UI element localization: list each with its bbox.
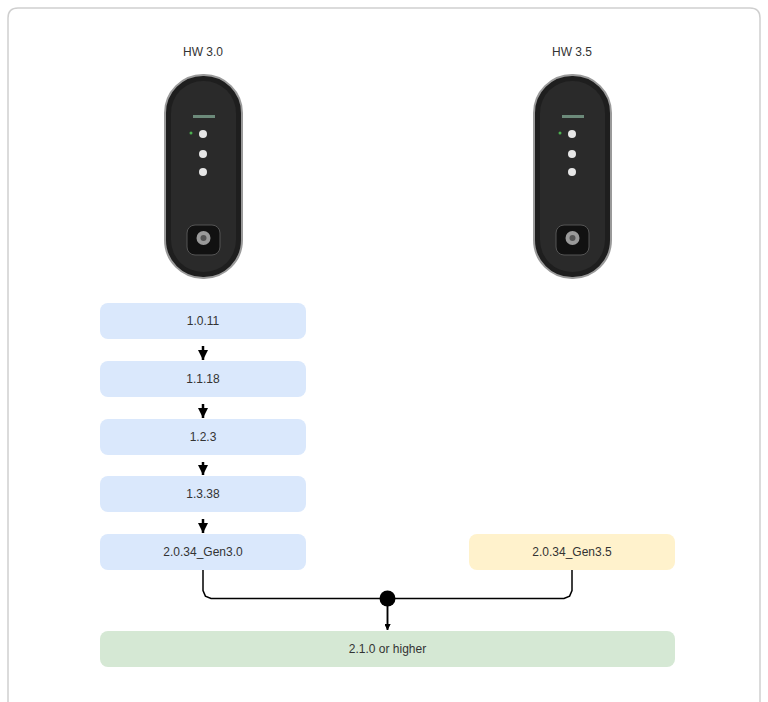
version-box: 1.0.11 — [100, 303, 306, 339]
charger-icon — [165, 75, 242, 278]
version-text: 1.0.11 — [187, 314, 219, 328]
version-box: 2.0.34_Gen3.5 — [469, 534, 675, 570]
hardware-label: HW 3.0 — [183, 45, 223, 59]
version-text: 2.0.34_Gen3.0 — [163, 545, 242, 559]
connector — [202, 404, 205, 418]
connector — [388, 570, 573, 630]
version-text: 1.2.3 — [190, 430, 217, 444]
version-box: 2.1.0 or higher — [100, 631, 675, 667]
junction-dot — [380, 591, 396, 607]
version-box: 1.3.38 — [100, 476, 306, 512]
version-text: 2.1.0 or higher — [349, 642, 426, 656]
version-box: 1.2.3 — [100, 419, 306, 455]
version-text: 1.3.38 — [186, 487, 219, 501]
connector — [202, 346, 205, 360]
connector — [202, 462, 205, 475]
connector — [202, 519, 205, 533]
connector — [203, 570, 388, 630]
frame — [8, 8, 760, 702]
hardware-label: HW 3.5 — [552, 45, 592, 59]
version-box: 1.1.18 — [100, 361, 306, 397]
version-text: 1.1.18 — [186, 372, 219, 386]
charger-icon — [534, 75, 611, 278]
version-box: 2.0.34_Gen3.0 — [100, 534, 306, 570]
version-text: 2.0.34_Gen3.5 — [532, 545, 611, 559]
